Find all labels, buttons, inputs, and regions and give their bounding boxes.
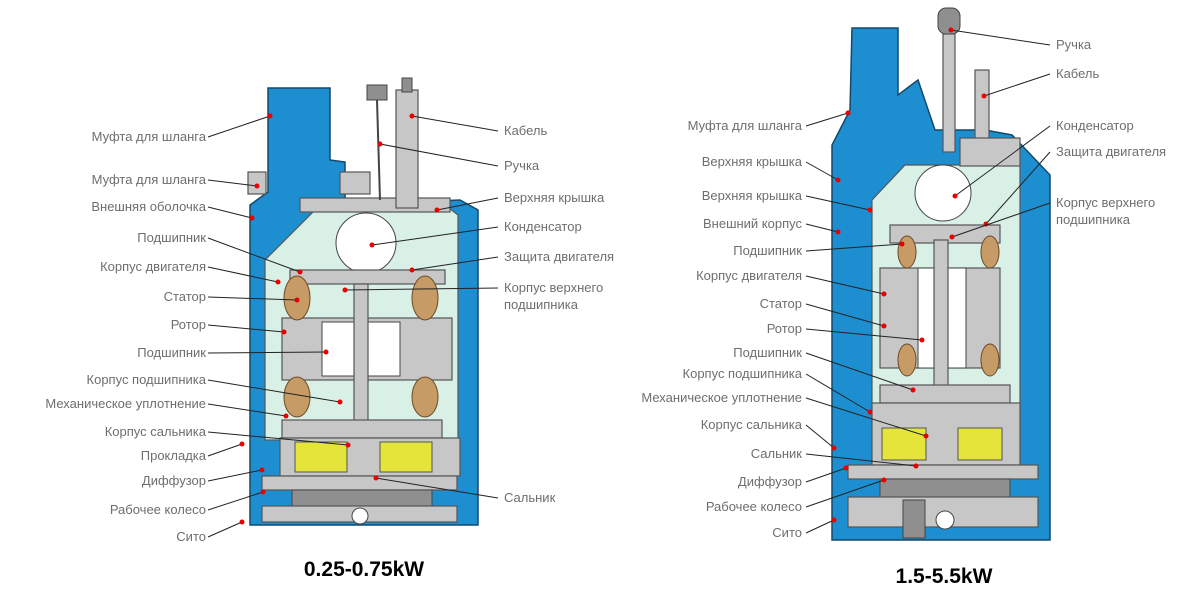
right-caption: 1.5-5.5kW xyxy=(896,565,993,588)
left-top-knob xyxy=(339,171,371,195)
right-label-diffuser: Диффузор xyxy=(738,474,802,489)
left-label-handle: Ручка xyxy=(504,158,540,173)
right-label-hose-coupling: Муфта для шланга xyxy=(688,118,803,133)
left-label-mechanical-seal: Механическое уплотнение xyxy=(45,396,206,411)
left-label-hose-coupling-1: Муфта для шланга xyxy=(92,129,207,144)
right-label-bearing-lower: Подшипник xyxy=(733,345,802,360)
right-label-impeller: Рабочее колесо xyxy=(706,499,802,514)
right-coil-lower-left xyxy=(897,343,917,377)
left-label-upper-bearing-housing-2: подшипника xyxy=(504,297,579,312)
left-top-cover xyxy=(299,197,451,213)
right-label-top-cover-1: Верхняя крышка xyxy=(702,154,803,169)
left-label-diffuser: Диффузор xyxy=(142,473,206,488)
left-label-rotor: Ротор xyxy=(171,317,206,332)
right-label-cable: Кабель xyxy=(1056,66,1099,81)
right-label-motor-protection: Защита двигателя xyxy=(1056,144,1166,159)
left-bearing-housing xyxy=(281,419,443,439)
right-label-handle: Ручка xyxy=(1056,37,1092,52)
left-label-motor-housing: Корпус двигателя xyxy=(100,259,206,274)
right-pump-drawing xyxy=(831,7,1051,541)
right-label-bearing-upper: Подшипник xyxy=(733,243,802,258)
left-label-seal-housing: Корпус сальника xyxy=(105,424,207,439)
right-diffuser xyxy=(847,464,1039,480)
left-handle-rod xyxy=(376,99,381,201)
left-label-stator: Статор xyxy=(164,289,206,304)
right-label-stator: Статор xyxy=(760,296,802,311)
right-capacitor xyxy=(914,164,972,222)
left-coil-upper-right xyxy=(411,275,439,321)
right-oil-right xyxy=(957,427,1003,461)
left-leader-lines xyxy=(207,113,499,538)
left-label-bearing-housing: Корпус подшипника xyxy=(87,372,207,387)
left-diffuser xyxy=(261,475,458,491)
right-label-upper-bearing-housing-1: Корпус верхнего xyxy=(1056,195,1155,210)
right-label-mechanical-seal: Механическое уплотнение xyxy=(641,390,802,405)
right-coil-upper-right xyxy=(980,235,1000,269)
right-top-cover xyxy=(959,137,1021,167)
right-bottom-pipe xyxy=(902,499,926,539)
right-label-seal-housing: Корпус сальника xyxy=(701,417,803,432)
left-cable-tip xyxy=(401,77,413,93)
left-label-bearing-lower: Подшипник xyxy=(137,345,206,360)
left-impeller xyxy=(291,489,433,507)
right-label-oil-seal: Сальник xyxy=(751,446,803,461)
left-label-motor-protection: Защита двигателя xyxy=(504,249,614,264)
left-label-capacitor: Конденсатор xyxy=(504,219,582,234)
left-label-strainer: Сито xyxy=(176,529,206,544)
right-bearing-housing xyxy=(879,384,1011,404)
right-leader-lines xyxy=(805,27,1051,534)
right-label-strainer: Сито xyxy=(772,525,802,540)
left-label-top-cover: Верхняя крышка xyxy=(504,190,605,205)
right-coil-upper-left xyxy=(897,235,917,269)
left-caption: 0.25-0.75kW xyxy=(304,558,424,581)
left-handle xyxy=(366,84,388,101)
left-label-oil-seal: Сальник xyxy=(504,490,556,505)
left-coil-lower-left xyxy=(283,376,311,418)
right-label-outer-housing: Внешний корпус xyxy=(703,216,803,231)
right-oil-left xyxy=(881,427,927,461)
right-coil-lower-right xyxy=(980,343,1000,377)
left-label-bearing-upper: Подшипник xyxy=(137,230,206,245)
left-label-hose-coupling-2: Муфта для шланга xyxy=(92,172,207,187)
left-label-gasket: Прокладка xyxy=(141,448,207,463)
right-bottom-bolt xyxy=(935,510,955,530)
left-label-impeller: Рабочее колесо xyxy=(110,502,206,517)
right-label-capacitor: Конденсатор xyxy=(1056,118,1134,133)
right-handle-rod xyxy=(942,33,956,153)
left-pump-drawing xyxy=(247,77,479,526)
left-label-cable: Кабель xyxy=(504,123,547,138)
left-pump-labels: Муфта для шланга Муфта для шланга Внешня… xyxy=(45,123,614,581)
right-label-bearing-housing: Корпус подшипника xyxy=(683,366,803,381)
left-label-upper-bearing-housing-1: Корпус верхнего xyxy=(504,280,603,295)
right-pump-labels: Муфта для шланга Верхняя крышка Верхняя … xyxy=(641,37,1166,588)
left-label-outer-shell: Внешняя оболочка xyxy=(91,199,206,214)
right-label-rotor: Ротор xyxy=(767,321,802,336)
right-impeller xyxy=(879,478,1011,498)
left-coil-lower-right xyxy=(411,376,439,418)
right-label-motor-housing: Корпус двигателя xyxy=(696,268,802,283)
left-oil-left xyxy=(294,441,348,473)
left-hose-fitting-block xyxy=(247,171,267,195)
left-bottom-bolt xyxy=(351,507,369,525)
left-oil-right xyxy=(379,441,433,473)
right-label-top-cover-2: Верхняя крышка xyxy=(702,188,803,203)
right-label-upper-bearing-housing-2: подшипника xyxy=(1056,212,1131,227)
